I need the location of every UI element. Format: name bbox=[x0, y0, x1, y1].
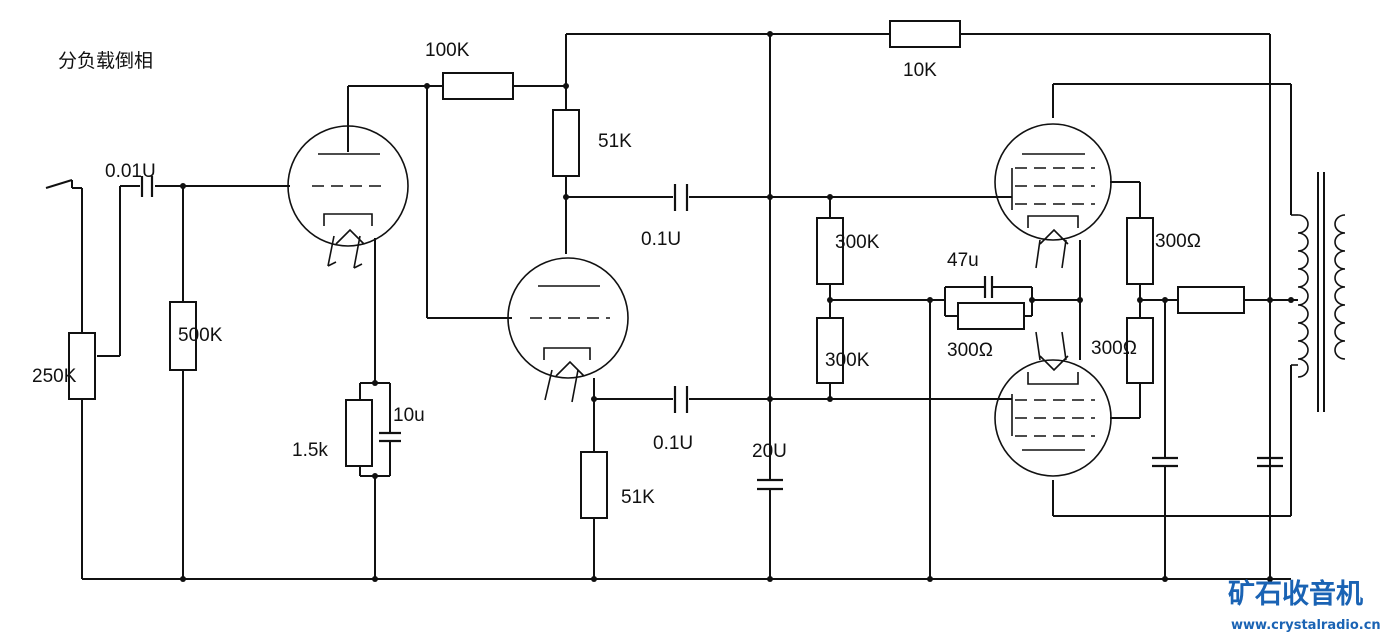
resistor-250k-pot bbox=[68, 332, 96, 400]
wires bbox=[45, 33, 1298, 580]
capacitor-screen bbox=[1152, 456, 1178, 468]
resistor-300-screen-bottom bbox=[1126, 317, 1154, 384]
watermark: 矿石收音机 www.crystalradio.cn bbox=[1228, 578, 1381, 633]
junction-dots bbox=[180, 31, 1294, 582]
label-pot: 250K bbox=[32, 366, 77, 387]
label-pi-plate-res: 51K bbox=[598, 131, 632, 152]
watermark-url: www.crystalradio.cn bbox=[1231, 618, 1381, 633]
watermark-logo-text: 矿石收音机 bbox=[1228, 578, 1363, 610]
capacitor-0-1u-top bbox=[673, 184, 689, 211]
resistor-500k bbox=[169, 301, 197, 371]
tube-v3 bbox=[994, 123, 1112, 269]
tube-v2 bbox=[507, 257, 629, 403]
resistor-300k-top bbox=[816, 217, 844, 285]
label-grid-res: 500K bbox=[178, 325, 223, 346]
tube-v4 bbox=[994, 331, 1112, 477]
resistor-10k bbox=[889, 20, 961, 48]
resistors bbox=[68, 20, 1245, 519]
capacitor-10u bbox=[379, 431, 401, 443]
label-grid-res-bot: 300K bbox=[825, 350, 870, 371]
resistor-300-bias bbox=[957, 302, 1025, 330]
capacitor-0-01u bbox=[140, 176, 154, 197]
label-coupling-cap-in: 0.01U bbox=[105, 161, 156, 182]
resistor-100k bbox=[442, 72, 514, 100]
resistor-51k-cathode bbox=[580, 451, 608, 519]
label-bias-cap: 47u bbox=[947, 250, 979, 271]
label-g2-res-top: 300Ω bbox=[1155, 231, 1201, 252]
diagram-title: 分负载倒相 bbox=[58, 50, 153, 72]
capacitor-47u bbox=[983, 276, 994, 298]
capacitor-20u bbox=[757, 478, 783, 491]
label-plate-res1: 100K bbox=[425, 40, 470, 61]
resistor-1-5k bbox=[345, 399, 373, 467]
resistor-output bbox=[1177, 286, 1245, 314]
label-fb-res: 10K bbox=[903, 60, 937, 81]
tube-v1 bbox=[287, 125, 409, 269]
label-filter-cap: 20U bbox=[752, 441, 787, 462]
label-g2-res-bot: 300Ω bbox=[1091, 338, 1137, 359]
component-labels: 250K 0.01U 500K 1.5k 10u 100K 51K 51K 0.… bbox=[32, 40, 1201, 508]
label-grid-res-top: 300K bbox=[835, 232, 880, 253]
capacitor-0-1u-bottom bbox=[673, 386, 689, 413]
label-cap-bot: 0.1U bbox=[653, 433, 693, 454]
output-transformer bbox=[1291, 172, 1346, 412]
capacitors bbox=[140, 176, 1283, 491]
label-pi-cath-res: 51K bbox=[621, 487, 655, 508]
capacitor-b-plus bbox=[1257, 456, 1283, 468]
label-cath-res: 1.5k bbox=[292, 440, 328, 461]
resistor-51k-plate bbox=[552, 109, 580, 177]
label-cath-cap: 10u bbox=[393, 405, 425, 426]
resistor-300-screen-top bbox=[1126, 217, 1154, 285]
resistor-300k-bottom bbox=[816, 317, 844, 384]
label-bias-res: 300Ω bbox=[947, 340, 993, 361]
label-cap-top: 0.1U bbox=[641, 229, 681, 250]
